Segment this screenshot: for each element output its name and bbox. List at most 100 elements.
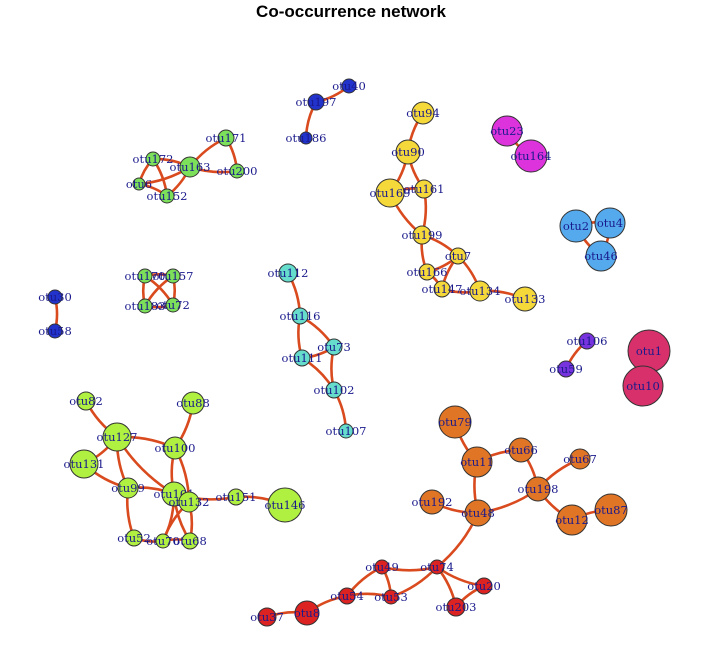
node-label-otu20: otu20 <box>467 579 501 593</box>
node-circle-otu72 <box>165 297 181 313</box>
node-circle-otu12 <box>556 504 588 536</box>
node-label-otu7: otu7 <box>445 249 471 263</box>
node-label-otu127: otu127 <box>97 430 138 444</box>
chart-title: Co-occurrence network <box>256 2 446 21</box>
node-otu172: otu172 <box>133 151 173 167</box>
node-circle-otu200 <box>229 163 245 179</box>
node-otu49: otu49 <box>365 559 399 575</box>
node-circle-otu30 <box>47 289 63 305</box>
node-label-otu170: otu170 <box>125 269 166 283</box>
node-circle-otu6 <box>132 177 146 191</box>
node-circle-otu169 <box>375 178 405 208</box>
node-otu59: otu59 <box>549 360 583 378</box>
node-circle-otu107 <box>338 423 354 439</box>
node-otu82: otu82 <box>69 391 103 411</box>
node-circle-otu152 <box>159 188 175 204</box>
node-otu73: otu73 <box>317 338 351 356</box>
node-circle-otu151 <box>227 488 245 506</box>
node-label-otu68: otu68 <box>173 534 207 548</box>
node-otu192: otu192 <box>412 489 452 515</box>
node-label-otu87: otu87 <box>594 503 628 517</box>
node-otu186: otu186 <box>286 131 327 145</box>
node-circle-otu203 <box>446 597 466 617</box>
node-otu102: otu102 <box>314 381 354 399</box>
node-label-otu82: otu82 <box>69 394 103 408</box>
node-label-otu169: otu169 <box>370 186 411 200</box>
node-circle-otu163 <box>179 156 201 178</box>
node-circle-otu4 <box>594 207 626 239</box>
node-label-otu134: otu134 <box>460 284 501 298</box>
node-label-otu73: otu73 <box>317 340 351 354</box>
node-otu12: otu12 <box>555 504 589 536</box>
node-label-otu74: otu74 <box>420 560 454 574</box>
node-otu74: otu74 <box>420 559 454 575</box>
node-otu68: otu68 <box>173 532 207 550</box>
node-otu46: otu46 <box>584 240 618 272</box>
node-circle-otu146 <box>267 487 303 523</box>
node-otu134: otu134 <box>460 280 501 302</box>
node-label-otu199: otu199 <box>402 228 443 242</box>
node-label-otu52: otu52 <box>117 531 151 545</box>
node-otu116: otu116 <box>280 307 320 325</box>
node-label-otu147: otu147 <box>422 282 463 296</box>
node-otu163: otu163 <box>170 156 210 178</box>
node-label-otu53: otu53 <box>374 590 408 604</box>
node-otu40: otu40 <box>332 78 366 94</box>
node-label-otu100: otu100 <box>155 441 196 455</box>
node-otu8: otu8 <box>294 600 320 626</box>
node-label-otu166: otu166 <box>407 265 448 279</box>
node-otu131: otu131 <box>64 449 104 479</box>
node-label-otu107: otu107 <box>326 424 367 438</box>
node-otu1: otu1 <box>627 329 671 373</box>
node-otu72: otu72 <box>156 297 190 313</box>
node-label-otu99: otu99 <box>111 481 145 495</box>
node-otu199: otu199 <box>402 225 443 245</box>
node-otu198: otu198 <box>518 476 559 502</box>
node-circle-otu164 <box>514 139 548 173</box>
node-otu58: otu58 <box>38 323 72 339</box>
node-circle-otu112 <box>278 263 298 283</box>
node-label-otu200: otu200 <box>217 164 258 178</box>
node-label-otu133: otu133 <box>505 292 546 306</box>
node-otu48: otu48 <box>461 499 495 527</box>
node-label-otu106: otu106 <box>567 334 608 348</box>
node-otu203: otu203 <box>436 597 476 617</box>
node-otu183: otu183 <box>125 298 165 314</box>
node-label-otu8: otu8 <box>294 606 320 620</box>
node-otu23: otu23 <box>490 115 524 147</box>
node-circle-otu147 <box>433 280 451 298</box>
node-otu197: otu197 <box>296 93 336 111</box>
node-label-otu67: otu67 <box>563 452 597 466</box>
node-otu87: otu87 <box>594 493 628 527</box>
node-circle-otu94 <box>411 101 435 125</box>
node-circle-otu183 <box>137 298 153 314</box>
node-circle-otu49 <box>374 559 390 575</box>
node-label-otu198: otu198 <box>518 482 559 496</box>
node-otu67: otu67 <box>563 448 597 470</box>
node-otu100: otu100 <box>155 436 196 460</box>
node-circle-otu197 <box>307 93 325 111</box>
node-circle-otu67 <box>569 448 591 470</box>
node-otu152: otu152 <box>147 188 187 204</box>
node-label-otu70: otu70 <box>146 534 180 548</box>
node-circle-otu157 <box>165 268 181 284</box>
node-circle-otu132 <box>178 491 200 513</box>
node-otu112: otu112 <box>268 263 308 283</box>
node-label-otu90: otu90 <box>391 145 425 159</box>
node-circle-otu46 <box>585 240 617 272</box>
node-label-otu111: otu111 <box>282 351 323 365</box>
node-circle-otu40 <box>341 78 357 94</box>
node-otu127: otu127 <box>97 422 138 452</box>
node-otu151: otu151 <box>216 488 256 506</box>
node-otu133: otu133 <box>505 286 546 312</box>
node-circle-otu58 <box>47 323 63 339</box>
node-otu161: otu161 <box>404 179 444 199</box>
node-circle-otu8 <box>294 600 320 626</box>
node-circle-otu7 <box>449 247 467 265</box>
node-label-otu54: otu54 <box>330 589 364 603</box>
node-label-otu186: otu186 <box>286 131 327 145</box>
node-circle-otu87 <box>594 493 628 527</box>
node-layer: otu40otu197otu186otu30otu58otu171otu172o… <box>38 78 671 627</box>
node-circle-otu48 <box>464 499 492 527</box>
node-otu10: otu10 <box>622 365 664 407</box>
